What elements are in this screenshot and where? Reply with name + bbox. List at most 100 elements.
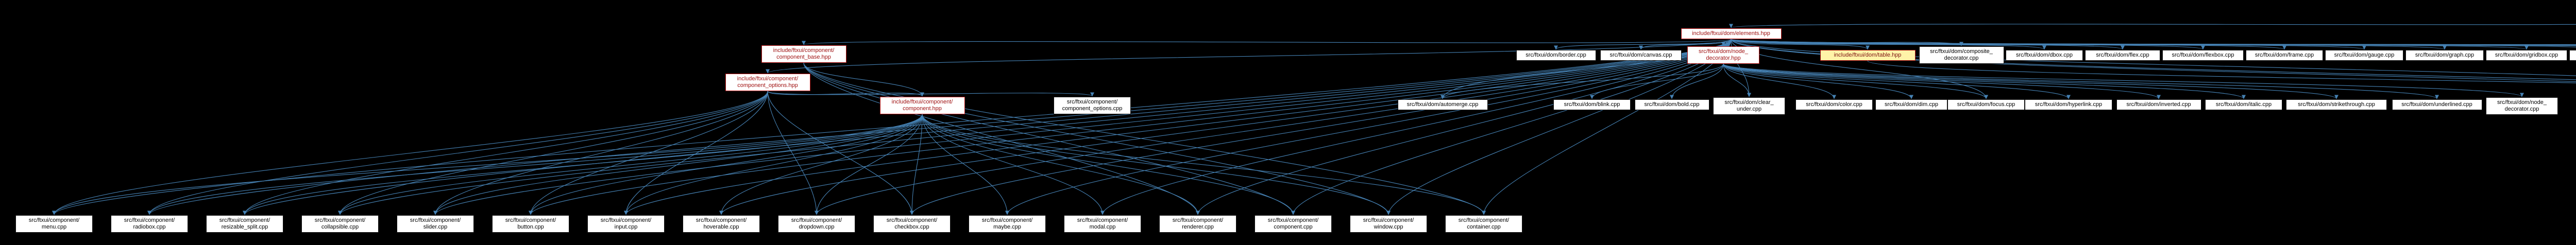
graph-edge <box>1723 63 2071 99</box>
graph-node-label: src/ftxui/dom/inverted.cpp <box>2126 101 2191 108</box>
graph-node-frame_cpp[interactable]: src/ftxui/dom/frame.cpp <box>2246 50 2323 61</box>
graph-edge <box>922 114 1295 215</box>
graph-node-component_options_cpp[interactable]: src/ftxui/component/component_options.cp… <box>1054 97 1131 114</box>
graph-edge <box>1590 63 1724 99</box>
graph-node-label: src/ftxui/dom/dbox.cpp <box>2015 52 2073 58</box>
graph-node-label: dropdown.cpp <box>799 224 835 230</box>
graph-edge <box>767 91 1094 97</box>
graph-node-label: include/ftxui/dom/table.hpp <box>1834 52 1902 58</box>
graph-node-label: src/ftxui/dom/clear_ <box>1724 99 1774 106</box>
graph-node-label: src/ftxui/dom/composite_ <box>1930 48 1993 55</box>
graph-node-c_menu[interactable]: src/ftxui/component/menu.cpp <box>15 215 93 233</box>
graph-edge <box>147 114 923 215</box>
graph-node-underlined_cpp[interactable]: src/ftxui/dom/underlined.cpp <box>2392 99 2482 110</box>
graph-node-bold_cpp[interactable]: src/ftxui/dom/bold.cpp <box>1634 99 1709 110</box>
graph-node-c_checkbox[interactable]: src/ftxui/component/checkbox.cpp <box>873 215 951 233</box>
graph-node-label: src/ftxui/dom/bold.cpp <box>1644 101 1700 108</box>
edge-group <box>52 24 2576 215</box>
graph-edge <box>910 114 923 215</box>
graph-node-c_hoverable[interactable]: src/ftxui/component/hoverable.cpp <box>683 215 760 233</box>
graph-node-c_button[interactable]: src/ftxui/component/button.cpp <box>492 215 569 233</box>
graph-node-label: src/ftxui/dom/dim.cpp <box>1885 101 1938 108</box>
graph-node-strikethrough_cpp[interactable]: src/ftxui/dom/strikethrough.cpp <box>2286 99 2387 110</box>
graph-node-hyperlink_cpp[interactable]: src/ftxui/dom/hyperlink.cpp <box>2025 99 2112 110</box>
graph-edge <box>529 39 1732 215</box>
graph-node-label: component_base.hpp <box>776 54 831 60</box>
graph-node-c_modal[interactable]: src/ftxui/component/modal.cpp <box>1064 215 1141 233</box>
graph-node-c_container[interactable]: src/ftxui/component/container.cpp <box>1445 215 1522 233</box>
graph-node-label: src/ftxui/component/ <box>28 217 80 223</box>
graph-node-table_hpp[interactable]: include/ftxui/dom/table.hpp <box>1820 50 1916 61</box>
graph-node-label: src/ftxui/dom/canvas.cpp <box>1609 52 1672 58</box>
graph-edge <box>1723 63 1751 97</box>
graph-node-automerge_cpp[interactable]: src/ftxui/dom/automerge.cpp <box>1397 99 1488 110</box>
graph-node-flex_cpp[interactable]: src/ftxui/dom/flex.cpp <box>2085 50 2160 61</box>
graph-node-c_dropdown[interactable]: src/ftxui/component/dropdown.cpp <box>778 215 855 233</box>
graph-edge <box>1723 63 2338 99</box>
graph-node-label: src/ftxui/dom/node_ <box>1699 48 1748 55</box>
graph-node-node_decorator_cpp[interactable]: src/ftxui/dom/node_decorator.cpp <box>2486 97 2558 115</box>
graph-node-label: include/ftxui/component/ <box>737 76 799 82</box>
graph-node-component_base_hpp[interactable]: include/ftxui/component/component_base.h… <box>761 45 846 63</box>
graph-node-label: decorator.hpp <box>1706 55 1741 61</box>
graph-node-label: src/ftxui/component/ <box>1172 217 1224 223</box>
graph-edge <box>243 114 923 215</box>
graph-edge <box>624 39 1732 215</box>
graph-node-canvas_cpp[interactable]: src/ftxui/dom/canvas.cpp <box>1600 50 1682 61</box>
graph-node-label: decorator.cpp <box>1944 55 1979 61</box>
graph-edge <box>922 114 1200 215</box>
graph-node-blink_cpp[interactable]: src/ftxui/dom/blink.cpp <box>1553 99 1631 110</box>
graph-edge <box>803 62 1486 215</box>
graph-node-c_input[interactable]: src/ftxui/component/input.cpp <box>587 215 665 233</box>
graph-node-label: src/ftxui/component/ <box>981 217 1033 223</box>
graph-node-c_renderer[interactable]: src/ftxui/component/renderer.cpp <box>1159 215 1236 233</box>
graph-node-node_decorator_hpp[interactable]: src/ftxui/dom/node_decorator.hpp <box>1687 46 1759 64</box>
graph-node-elements_hpp[interactable]: include/ftxui/dom/elements.hpp <box>1681 28 1782 39</box>
graph-edge <box>624 114 923 215</box>
graph-node-graph_cpp[interactable]: src/ftxui/dom/graph.cpp <box>2405 50 2484 61</box>
graph-node-flexbox_cpp[interactable]: src/ftxui/dom/flexbox.cpp <box>2162 50 2244 61</box>
graph-node-label: radiobox.cpp <box>133 224 166 230</box>
graph-node-label: include/ftxui/component/ <box>773 47 835 54</box>
graph-node-label: src/ftxui/dom/gauge.cpp <box>2334 52 2395 58</box>
graph-edge <box>803 62 924 97</box>
graph-node-inverted_cpp[interactable]: src/ftxui/dom/inverted.cpp <box>2116 99 2201 110</box>
graph-edge <box>147 91 768 215</box>
graph-edge <box>1731 39 2576 45</box>
graph-node-label: src/ftxui/component/ <box>219 217 270 223</box>
graph-node-label: window.cpp <box>1374 224 1403 230</box>
graph-edge <box>243 39 1732 215</box>
graph-node-c_component[interactable]: src/ftxui/component/component.cpp <box>1255 215 1332 233</box>
graph-node-c_window[interactable]: src/ftxui/component/window.cpp <box>1350 215 1427 233</box>
graph-node-c_slider[interactable]: src/ftxui/component/slider.cpp <box>397 215 474 233</box>
graph-edge <box>815 39 1732 215</box>
graph-node-c_maybe[interactable]: src/ftxui/component/maybe.cpp <box>969 215 1046 233</box>
graph-node-border_cpp[interactable]: src/ftxui/dom/border.cpp <box>1516 50 1596 61</box>
graph-edge <box>1731 39 1870 50</box>
graph-node-component_options_hpp[interactable]: include/ftxui/component/component_option… <box>725 74 810 91</box>
graph-node-c_resizable_split[interactable]: src/ftxui/component/resizable_split.cpp <box>206 215 283 233</box>
graph-node-gridbox_cpp[interactable]: src/ftxui/dom/gridbox.cpp <box>2486 50 2567 61</box>
graph-edge <box>767 91 914 215</box>
graph-node-composite_decorator_cpp[interactable]: src/ftxui/dom/composite_decorator.cpp <box>1919 46 2004 64</box>
graph-node-color_cpp[interactable]: src/ftxui/dom/color.cpp <box>1795 99 1873 110</box>
graph-node-clear_under_cpp[interactable]: src/ftxui/dom/clear_under.cpp <box>1713 97 1785 115</box>
graph-node-label: collapsible.cpp <box>321 224 359 230</box>
graph-node-italic_cpp[interactable]: src/ftxui/dom/italic.cpp <box>2205 99 2282 110</box>
graph-node-dbox_cpp[interactable]: src/ftxui/dom/dbox.cpp <box>2006 50 2083 61</box>
graph-node-focus_cpp[interactable]: src/ftxui/dom/focus.cpp <box>1947 99 2025 110</box>
graph-node-component_hpp[interactable]: include/ftxui/component/component.hpp <box>879 97 965 114</box>
graph-edge <box>1723 63 2161 99</box>
graph-node-hbox_cpp[interactable]: src/ftxui/dom/hbox.cpp <box>2569 50 2576 61</box>
graph-node-c_collapsible[interactable]: src/ftxui/component/collapsible.cpp <box>301 215 379 233</box>
graph-edge <box>1639 39 1732 50</box>
graph-edge <box>1196 39 1732 215</box>
graph-edge <box>529 91 768 215</box>
graph-node-c_radiobox[interactable]: src/ftxui/component/radiobox.cpp <box>111 215 188 233</box>
graph-node-label: include/ftxui/dom/elements.hpp <box>1692 30 1770 37</box>
graph-node-dim_cpp[interactable]: src/ftxui/dom/dim.cpp <box>1875 99 1947 110</box>
graph-node-gauge_cpp[interactable]: src/ftxui/dom/gauge.cpp <box>2325 50 2403 61</box>
graph-edge <box>433 39 1732 215</box>
graph-node-label: src/ftxui/dom/blink.cpp <box>1564 101 1620 108</box>
